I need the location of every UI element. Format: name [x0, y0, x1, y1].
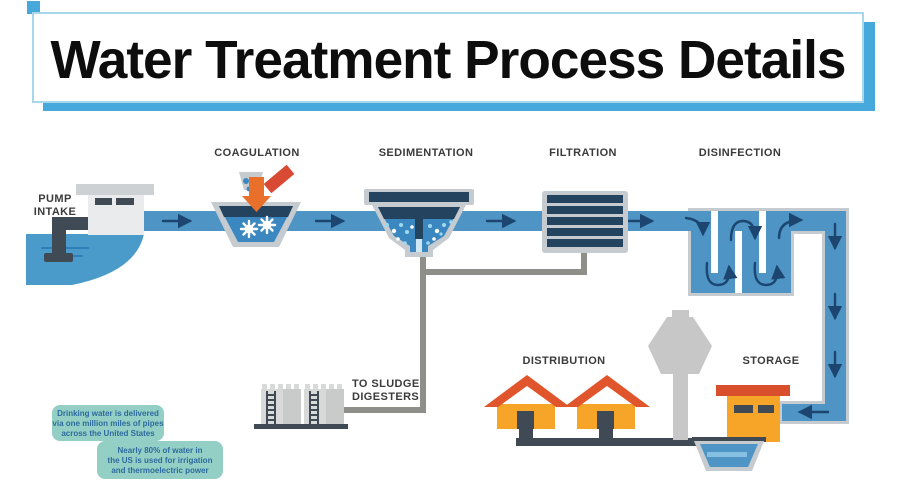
sludge-pipes [344, 253, 587, 413]
filtration-illustration [542, 191, 628, 253]
dosing-arrow-shaft [249, 177, 264, 197]
storage-illustration [692, 385, 790, 471]
sludge-pipe-vertical [420, 255, 426, 413]
note-text-line: Nearly 80% of water in [118, 446, 203, 455]
sludge-label-line1: TO SLUDGE [352, 378, 420, 390]
pump-house-roof [76, 184, 154, 195]
note-text-line: Drinking water is delivered [57, 409, 159, 418]
baffle [735, 231, 742, 293]
tower-cap [672, 310, 689, 319]
house-service-pipe [519, 428, 533, 439]
source-water-body [26, 234, 144, 285]
storage-basin-rim [692, 437, 766, 442]
ladder-icon [266, 391, 276, 424]
house-service-pipe [599, 428, 613, 439]
digester-tank [304, 384, 344, 424]
filter-layer [547, 217, 623, 225]
note-text-line: and thermoelectric power [111, 466, 208, 475]
coagulation-illustration [211, 164, 301, 247]
filter-layer [547, 206, 623, 214]
filtration-drain-pipe [581, 253, 587, 275]
note-text-line: via one million miles of pipes [52, 419, 164, 428]
fact-note: Nearly 80% of water in the US is used fo… [97, 441, 223, 479]
filter-layer [547, 228, 623, 236]
storage-water-stripe [707, 452, 747, 457]
storage-roof [716, 385, 790, 396]
corner-accent-square [27, 1, 40, 14]
filter-layer [547, 239, 623, 247]
disinfection-label: DISINFECTION [699, 147, 781, 159]
distribution-illustration [484, 375, 696, 446]
flow-curve-right-icon [777, 212, 804, 240]
note-box [52, 405, 164, 441]
coagulation-top-band [219, 206, 293, 217]
mixer-icon [239, 219, 259, 239]
sludge-digesters-illustration [254, 384, 348, 429]
chemical-dot [243, 178, 249, 184]
dosing-arrow-head-icon [242, 196, 271, 212]
house-icon [564, 375, 650, 429]
sludge-label-line2: DIGESTERS [352, 391, 419, 403]
title-banner: Water Treatment Process Details [27, 1, 875, 111]
pump-intake-label-line2: INTAKE [34, 206, 77, 218]
intake-pipe-horizontal [56, 217, 90, 230]
water-tower-illustration [648, 310, 712, 440]
tower-column [673, 374, 688, 440]
sedimentation-illustration [364, 189, 474, 257]
pump-house-window [116, 198, 134, 205]
ladder-icon [309, 391, 319, 424]
storage-window [734, 405, 753, 413]
storage-building [727, 396, 780, 442]
distribution-label: DISTRIBUTION [522, 355, 605, 367]
fact-note: Drinking water is delivered via one mill… [52, 405, 164, 441]
baffle [759, 211, 766, 273]
flow-uturn-icon [705, 261, 738, 287]
note-text-line: the US is used for irrigation [108, 456, 213, 465]
pump-intake-label-line1: PUMP [38, 193, 71, 205]
pump-intake-illustration [26, 184, 154, 285]
intake-pipe-foot [44, 253, 73, 262]
tower-tank [648, 317, 712, 374]
sedimentation-label: SEDIMENTATION [379, 147, 474, 159]
flow-curve-down-icon [684, 216, 711, 237]
sludge-pipe-to-digesters [344, 407, 426, 413]
digester-base [254, 424, 348, 429]
storage-label: STORAGE [743, 355, 800, 367]
flow-uturn-icon [729, 219, 763, 242]
pump-house-window [95, 198, 112, 205]
note-text-line: across the United States [61, 429, 155, 438]
digester-tank [261, 384, 301, 424]
sediment-bubbles [385, 220, 453, 245]
sludge-pipe-horizontal [420, 269, 587, 275]
storage-window [758, 405, 774, 413]
page-title: Water Treatment Process Details [51, 30, 846, 90]
note-box [97, 441, 223, 479]
chemical-chute-icon [263, 164, 295, 194]
mixer-icon [257, 215, 277, 235]
distribution-main-pipe [516, 438, 696, 446]
sedimentation-center-tube [416, 239, 422, 252]
baffle [711, 211, 718, 273]
flow-arrows [161, 212, 843, 420]
filter-layer [547, 195, 623, 203]
coagulation-label: COAGULATION [214, 147, 299, 159]
filtration-label: FILTRATION [549, 147, 617, 159]
banner-box [32, 12, 864, 103]
sedimentation-cover [369, 192, 469, 202]
house-icon [484, 375, 570, 429]
disinfection-baffles [711, 211, 766, 293]
flow-uturn-icon [753, 261, 786, 287]
sedimentation-divider [415, 207, 423, 239]
